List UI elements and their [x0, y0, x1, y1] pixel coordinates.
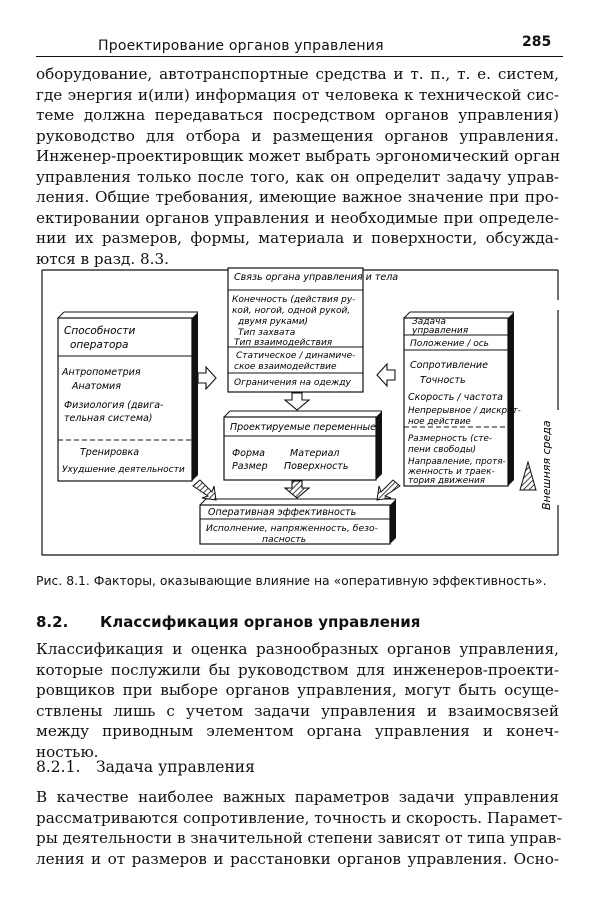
svg-text:Статическое / динамиче-: Статическое / динамиче-: [236, 351, 355, 361]
svg-text:Анатомия: Анатомия: [71, 381, 121, 392]
svg-text:тельная система): тельная система): [64, 413, 153, 424]
svg-text:Материал: Материал: [290, 448, 340, 459]
svg-text:тория движения: тория движения: [408, 476, 486, 486]
svg-text:ное действие: ное действие: [408, 417, 471, 427]
body-control-link-box: Связь органа управления и тела Конечност…: [227, 267, 398, 393]
arrow-top-to-center: [283, 392, 311, 411]
section-title: Классификация органов управления: [100, 613, 421, 631]
text-line: теме должна передаваться посредством орг…: [36, 106, 559, 124]
paragraph-control-task: В качестве наиболее важных параметров за…: [36, 787, 563, 869]
left-box-title: Способности: [64, 325, 135, 337]
figure-caption: Рис. 8.1. Факторы, оказывающие влияние н…: [36, 573, 547, 588]
text-line: ления и от размеров и расстановки органо…: [36, 849, 559, 868]
right-box-title: Задача: [412, 317, 446, 327]
environment-triangle: [519, 460, 537, 491]
paragraph-intro: оборудование, автотранспортные средства …: [36, 64, 561, 269]
bottom-box-title: Оперативная эффективность: [208, 507, 356, 518]
svg-text:Физиология (двига-: Физиология (двига-: [64, 400, 164, 411]
svg-text:Непрерывное / дискрет-: Непрерывное / дискрет-: [408, 406, 521, 416]
arrow-left-to-center: [197, 365, 217, 391]
header-rule: [36, 56, 563, 57]
svg-text:Направление, протя-: Направление, протя-: [408, 457, 506, 467]
section-heading: 8.2. Классификация органов управления: [36, 613, 420, 631]
text-line: Инженер-проектировщик может выбрать эрго…: [36, 147, 561, 165]
svg-text:пасность: пасность: [262, 534, 306, 545]
svg-text:Скорость / частота: Скорость / частота: [408, 392, 503, 403]
design-variables-box: Проектируемые переменные Форма Материал …: [223, 410, 382, 481]
text-line: где энергия и(или) информация от человек…: [36, 85, 559, 104]
text-line: руководство для отбора и размещения орга…: [36, 126, 559, 145]
svg-text:Форма: Форма: [232, 448, 265, 459]
center-box-title: Проектируемые переменные: [230, 422, 376, 433]
svg-text:Антропометрия: Антропометрия: [61, 367, 141, 378]
text-line: нии их размеров, формы, материала и пове…: [36, 229, 559, 247]
text-line: В качестве наиболее важных параметров за…: [36, 788, 559, 806]
svg-text:кой, ногой, одной рукой,: кой, ногой, одной рукой,: [232, 306, 350, 316]
section-number: 8.2.: [36, 613, 69, 631]
svg-text:Размерность (сте-: Размерность (сте-: [408, 434, 492, 444]
text-line: рассматриваются сопротивление, точность …: [36, 808, 563, 827]
svg-text:ское взаимодействие: ское взаимодействие: [234, 362, 337, 372]
arrow-left-diagonal: [192, 479, 217, 501]
svg-text:Ухудшение деятельности: Ухудшение деятельности: [62, 465, 185, 475]
svg-text:Тип взаимодействия: Тип взаимодействия: [234, 338, 333, 348]
operator-abilities-box: Способности оператора Антропометрия Анат…: [57, 311, 198, 482]
paragraph-classification: Классификация и оценка разнообразных орг…: [36, 639, 559, 762]
text-line: ствлены лишь с учетом задачи управления …: [36, 701, 559, 720]
svg-text:оператора: оператора: [70, 339, 129, 351]
text-line: которые послужили бы руководством для ин…: [36, 660, 559, 679]
svg-text:управления: управления: [411, 326, 469, 336]
text-line: оборудование, автотранспортные средства …: [36, 65, 559, 83]
svg-text:Исполнение, напряженность, без: Исполнение, напряженность, безо-: [206, 523, 378, 534]
svg-text:женность и траек-: женность и траек-: [407, 467, 495, 477]
svg-text:Конечность (действия ру-: Конечность (действия ру-: [232, 295, 355, 305]
top-box-title: Связь органа управления и тела: [234, 272, 398, 283]
svg-text:Поверхность: Поверхность: [284, 461, 348, 472]
subsection-title: Задача управления: [96, 758, 255, 776]
text-line: ются в разд. 8.3.: [36, 249, 169, 268]
text-line: ровщиков при выборе органов управления, …: [36, 681, 559, 699]
svg-text:пени свободы): пени свободы): [408, 445, 476, 455]
text-line: ры деятельности в значительной степени з…: [36, 829, 562, 847]
running-header-title: Проектирование органов управления: [98, 38, 384, 54]
svg-text:Точность: Точность: [420, 375, 466, 386]
text-line: Классификация и оценка разнообразных орг…: [36, 640, 559, 658]
svg-text:Размер: Размер: [232, 461, 268, 472]
arrow-right-to-center: [376, 362, 396, 388]
page-number: 285: [522, 34, 552, 50]
text-line: между приводным элементом органа управле…: [36, 722, 559, 740]
environment-label: Внешняя среда: [540, 420, 553, 510]
text-line: ектировании органов управления и необход…: [36, 208, 559, 227]
svg-text:двумя руками): двумя руками): [237, 317, 308, 327]
control-task-box: Задача управления Положение / ось Сопрот…: [403, 311, 521, 487]
arrow-right-diagonal: [376, 479, 401, 501]
subsection-heading: 8.2.1. Задача управления: [36, 758, 255, 776]
operational-effectiveness-box: Оперативная эффективность Исполнение, на…: [199, 498, 396, 545]
arrow-center-to-bottom: [283, 480, 311, 499]
subsection-number: 8.2.1.: [36, 758, 81, 776]
text-line: управления только после того, как он опр…: [36, 167, 559, 186]
text-line: ностью.: [36, 742, 99, 761]
svg-text:Сопротивление: Сопротивление: [410, 360, 488, 371]
svg-text:Тренировка: Тренировка: [80, 447, 139, 458]
svg-text:Положение / ось: Положение / ось: [410, 339, 489, 349]
svg-text:Тип захвата: Тип захвата: [238, 328, 295, 338]
text-line: ления. Общие требования, имеющие важное …: [36, 188, 559, 206]
svg-text:Ограничения на одежду: Ограничения на одежду: [234, 378, 351, 388]
